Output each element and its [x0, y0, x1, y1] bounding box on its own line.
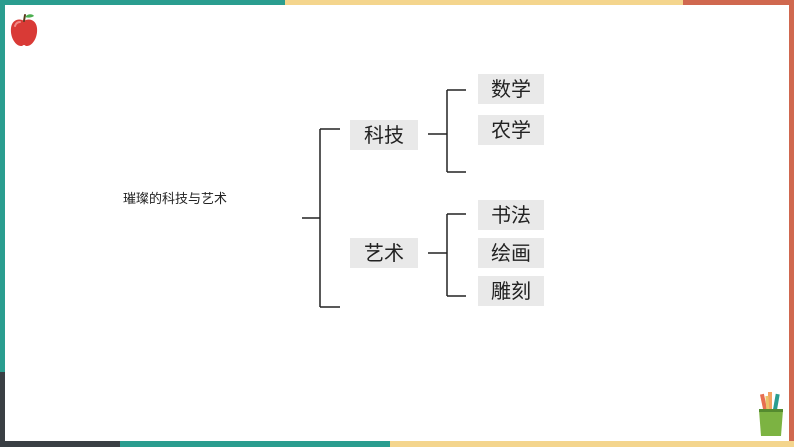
- frame-left-dark: [0, 372, 5, 447]
- frame-top-yellow: [285, 0, 683, 5]
- node-art: 艺术: [350, 238, 418, 268]
- node-calligraphy: 书法: [478, 200, 544, 230]
- pencil-cup-icon: [759, 392, 783, 436]
- frame-left-teal: [0, 0, 5, 372]
- node-math: 数学: [478, 74, 544, 104]
- node-sculpture: 雕刻: [478, 276, 544, 306]
- root-label: 璀璨的科技与艺术: [122, 192, 227, 207]
- frame-bottom-dark: [0, 441, 120, 447]
- node-tech: 科技: [350, 120, 418, 150]
- apple-icon: [10, 14, 38, 46]
- node-agronomy: 农学: [478, 115, 544, 145]
- frame-bottom-yellow: [390, 441, 794, 447]
- frame-top-red: [683, 0, 794, 5]
- frame-bottom-teal: [120, 441, 390, 447]
- frame-right-red: [789, 0, 794, 447]
- frame-top-teal: [0, 0, 285, 5]
- node-painting: 绘画: [478, 238, 544, 268]
